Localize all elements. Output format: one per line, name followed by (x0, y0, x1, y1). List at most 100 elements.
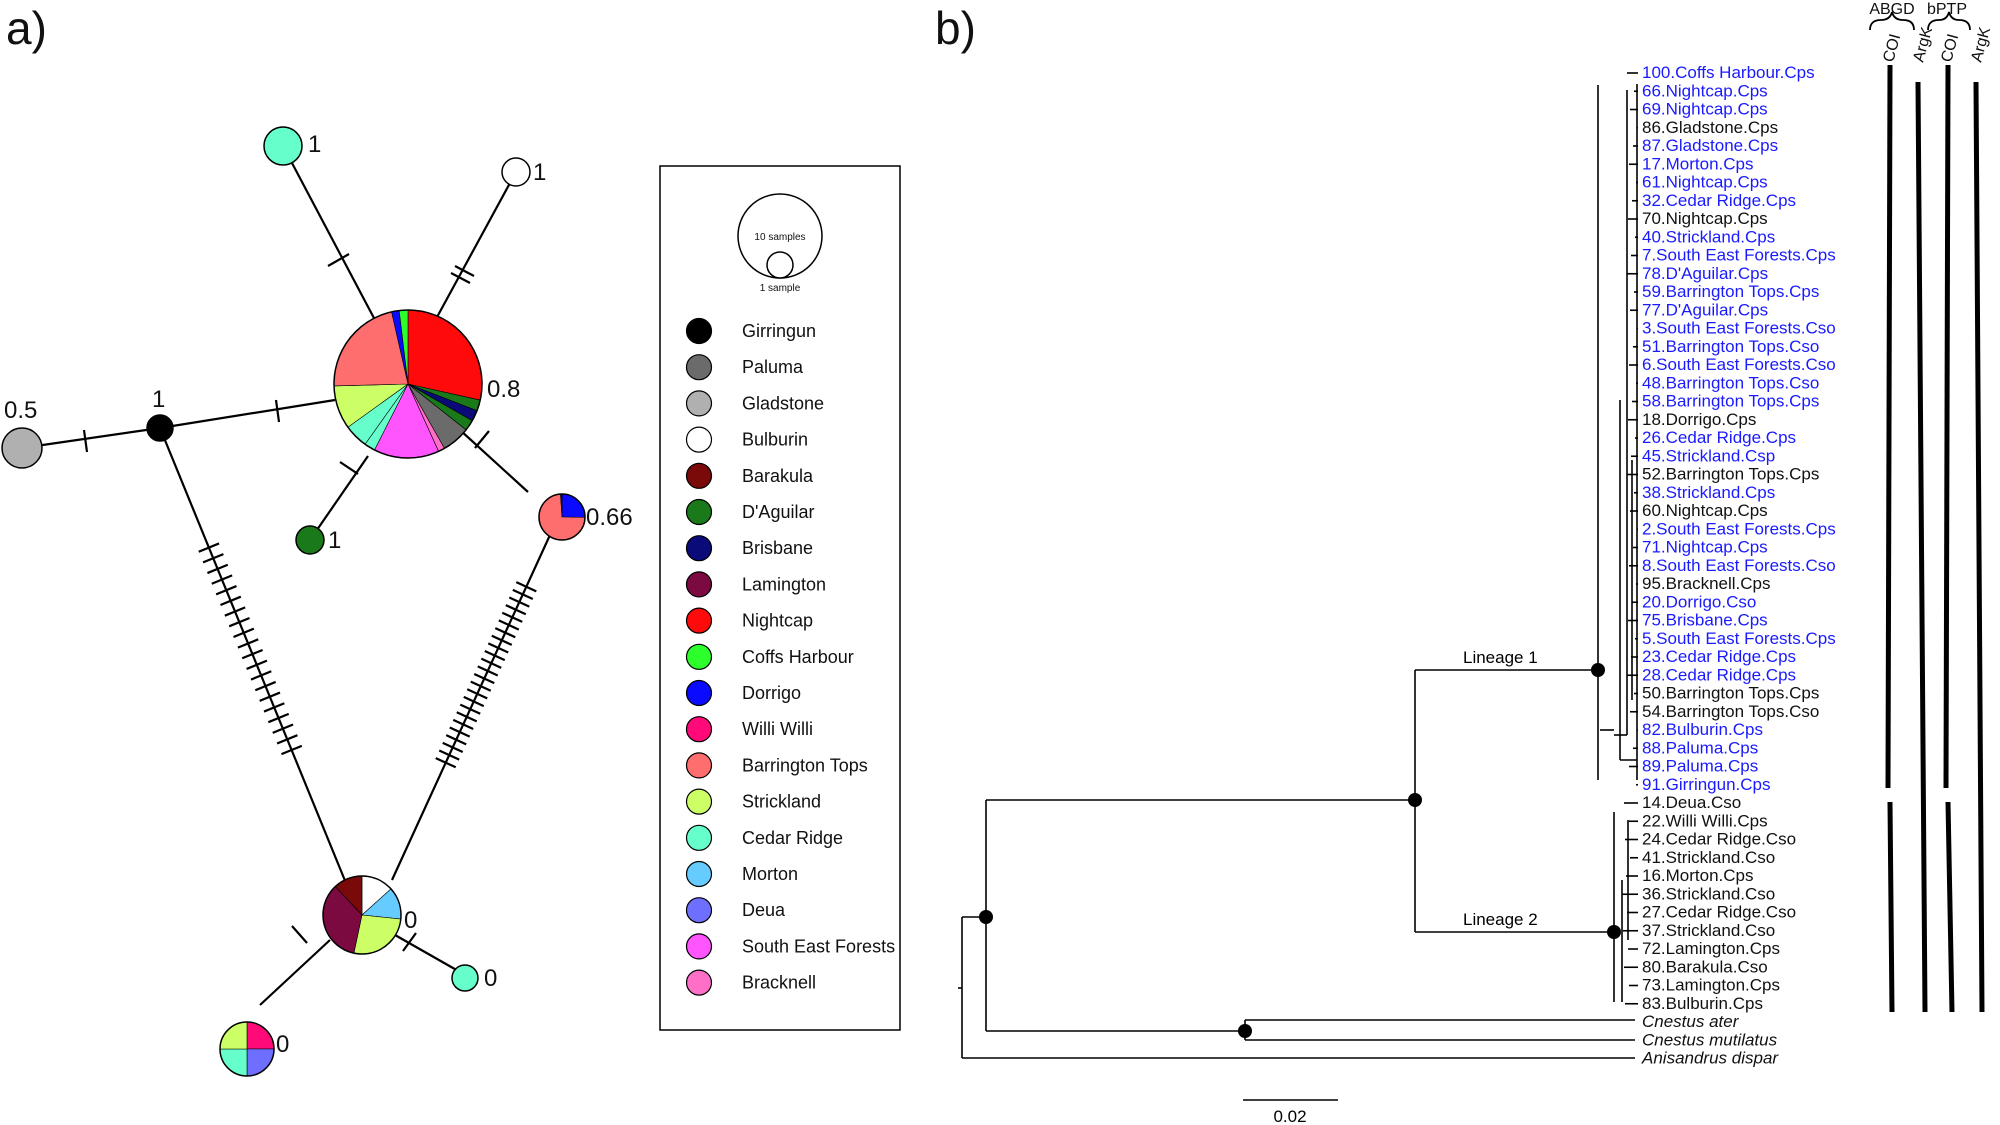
mutation-tick (494, 627, 516, 639)
node-label-top-left: 1 (308, 131, 321, 158)
coi-header-1: COI (1880, 32, 1904, 64)
mutation-tick (456, 711, 478, 723)
haplotype-network: a) (1, 2, 901, 1077)
legend-label: Bracknell (742, 973, 816, 993)
node-label-black: 1 (152, 386, 165, 413)
mutation-tick (445, 734, 467, 746)
mutation-tick (211, 574, 233, 585)
tip-label: 8.South East Forests.Cso (1642, 556, 1836, 575)
tip-label: 88.Paluma.Cps (1642, 738, 1758, 757)
mutation-tick (220, 595, 242, 607)
argk-header-1: ArgK (1910, 25, 1936, 64)
mutation-tick (452, 718, 474, 731)
tip-label: 83.Bulburin.Cps (1642, 994, 1763, 1013)
tip-label: 80.Barakula.Cso (1642, 957, 1768, 976)
root-node (979, 910, 993, 924)
legend-label: Dorrigo (742, 683, 801, 703)
edge-gray-black (21, 426, 161, 450)
legend-swatch (685, 317, 713, 345)
tip-label: 89.Paluma.Cps (1642, 757, 1758, 776)
mutation-tick (224, 606, 246, 617)
edge-right-bottom (390, 534, 552, 881)
legend-label: Girringun (742, 321, 816, 341)
mutation-tick (254, 680, 277, 692)
legend-scale-large-label: 10 samples (754, 232, 805, 243)
legend-scale-small-circle (766, 251, 794, 279)
mutation-tick (449, 726, 471, 738)
scale-bar-label: 0.02 (1273, 1107, 1306, 1125)
tip-label: 51.Barrington Tops.Cso (1642, 337, 1819, 356)
tip-labels: 100.Coffs Harbour.Cps66.Nightcap.Cps69.N… (1641, 63, 1836, 1068)
mutation-tick (480, 657, 502, 669)
tip-label: 52.Barrington Tops.Cps (1642, 465, 1819, 484)
mutation-tick (233, 627, 255, 639)
abgd-header: ABGD (1869, 1, 1914, 18)
tip-label: 61.Nightcap.Cps (1642, 173, 1768, 192)
mutation-tick (487, 642, 509, 654)
outgroup-node (1238, 1024, 1252, 1038)
edge-center-right (459, 429, 529, 493)
tree-branches (958, 84, 1638, 1059)
legend-swatch (685, 788, 713, 815)
tip-label: 26.Cedar Ridge.Cps (1642, 428, 1796, 447)
mutation-tick (267, 712, 290, 724)
mutation-tick (228, 616, 250, 628)
node-label-center: 0.8 (487, 376, 520, 403)
mutation-tick (508, 596, 530, 608)
lineage1-node (1591, 663, 1605, 677)
node-label-bottom-center: 0 (404, 907, 417, 934)
mutation-tick (202, 553, 224, 564)
outgroup-label: Cnestus ater (1642, 1012, 1740, 1031)
tip-label: 54.Barrington Tops.Cso (1642, 702, 1819, 721)
tip-label: 2.South East Forests.Cps (1642, 519, 1836, 538)
tip-branches (1622, 72, 1638, 1005)
haplotype-quad-pie (219, 1021, 275, 1077)
legend-swatch (685, 498, 713, 526)
haplotype-left-gray (1, 427, 43, 469)
tip-label: 78.D'Aguilar.Cps (1642, 264, 1768, 283)
mutation-tick (491, 634, 513, 646)
tip-label: 58.Barrington Tops.Cps (1642, 392, 1819, 411)
node-label-bottom-cyan: 0 (484, 965, 497, 992)
tip-label: 6.South East Forests.Cso (1642, 355, 1836, 374)
mutation-tick (477, 665, 499, 677)
node-label-right: 0.66 (586, 504, 633, 531)
legend-entries: GirringunPalumaGladstoneBulburinBarakula… (685, 317, 895, 996)
lineage1-label: Lineage 1 (1463, 648, 1538, 667)
tip-label: 17.Morton.Cps (1642, 154, 1754, 173)
tip-label: 75.Brisbane.Cps (1642, 611, 1768, 630)
legend-label: Gladstone (742, 393, 824, 413)
tip-label: 24.Cedar Ridge.Cso (1642, 830, 1796, 849)
outgroup-label: Anisandrus dispar (1641, 1049, 1779, 1068)
tip-label: 82.Bulburin.Cps (1642, 720, 1763, 739)
legend-swatch (685, 390, 713, 417)
mutation-tick (259, 691, 281, 702)
legend-label: Barrington Tops (742, 755, 868, 775)
tip-label: 18.Dorrigo.Cps (1642, 410, 1756, 429)
tip-label: 41.Strickland.Cso (1642, 848, 1775, 867)
tip-label: 100.Coffs Harbour.Cps (1642, 63, 1815, 82)
legend-swatch (685, 571, 713, 598)
tip-label: 70.Nightcap.Cps (1642, 209, 1768, 228)
tip-label: 73.Lamington.Cps (1642, 976, 1780, 995)
legend-swatch (685, 824, 713, 851)
legend-swatch (685, 643, 713, 670)
tip-label: 20.Dorrigo.Cso (1642, 592, 1756, 611)
mutation-tick (281, 744, 303, 756)
legend-swatch (685, 897, 713, 924)
mutation-ticks (82, 253, 490, 952)
lineage2-node (1607, 925, 1621, 939)
legend-label: Bulburin (742, 430, 808, 450)
tip-label: 72.Lamington.Cps (1642, 939, 1780, 958)
mutation-tick (206, 563, 229, 575)
panel-b-label: b) (935, 2, 976, 54)
legend-label: Coffs Harbour (742, 647, 854, 667)
legend-label: Nightcap (742, 611, 813, 631)
tip-label: 69.Nightcap.Cps (1642, 100, 1768, 119)
legend-swatch (685, 354, 713, 381)
mutation-tick (505, 604, 527, 616)
edge-bottom-cyan (394, 934, 461, 973)
legend: 10 samples 1 sample GirringunPalumaGlads… (659, 165, 901, 1031)
mutation-tick (237, 638, 259, 649)
delimitation-headers: ABGD bPTP COI ArgK COI ArgK (1869, 1, 1994, 64)
